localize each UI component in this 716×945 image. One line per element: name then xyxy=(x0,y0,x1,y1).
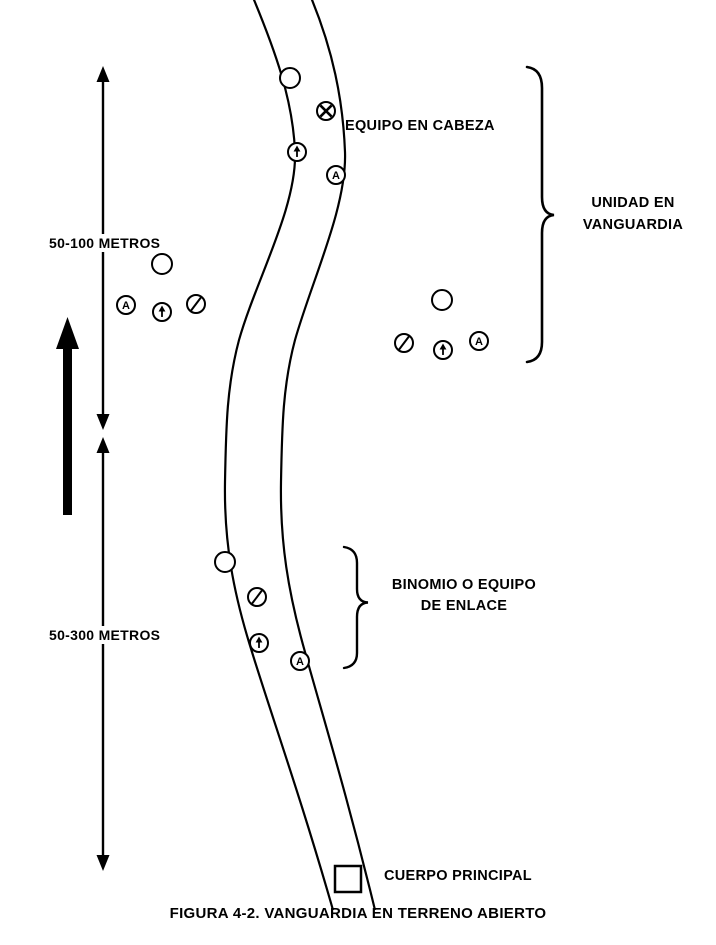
liaison-team-label: BINOMIO O EQUIPO DE ENLACE xyxy=(380,575,548,617)
circle-arrow-symbol xyxy=(152,302,172,322)
circle-x-symbol xyxy=(316,101,336,121)
circle-arrow-symbol xyxy=(433,340,453,360)
road-left-edge xyxy=(223,0,335,911)
main-body-square-symbol xyxy=(333,864,363,894)
svg-text:A: A xyxy=(122,300,130,312)
distance-label-top: 50-100 METROS xyxy=(46,234,164,252)
vanguard-unit-label: UNIDAD EN VANGUARDIA xyxy=(557,192,709,236)
distance-arrow-bottom xyxy=(96,437,110,871)
liaison-team-label-line1: BINOMIO O EQUIPO xyxy=(391,577,537,593)
circle-a-symbol: A xyxy=(290,651,310,671)
circle-symbol xyxy=(279,67,301,89)
circle-a-symbol: A xyxy=(116,295,136,315)
circle-symbol xyxy=(151,253,173,275)
circle-symbol xyxy=(431,289,453,311)
circle-symbol xyxy=(214,551,236,573)
road-right-edge xyxy=(279,0,377,911)
direction-of-march-arrow xyxy=(56,317,79,515)
distance-label-bottom: 50-300 METROS xyxy=(46,626,164,644)
head-team-label: EQUIPO EN CABEZA xyxy=(345,118,495,134)
vanguard-unit-label-line2: VANGUARDIA xyxy=(582,217,684,233)
svg-text:A: A xyxy=(296,656,304,668)
liaison-team-label-line2: DE ENLACE xyxy=(420,598,508,614)
circle-slash-symbol xyxy=(186,294,206,314)
circle-arrow-symbol xyxy=(287,142,307,162)
circle-slash-symbol xyxy=(247,587,267,607)
vanguard-unit-brace xyxy=(525,65,555,364)
main-body-label: CUERPO PRINCIPAL xyxy=(384,868,532,884)
figure-caption: FIGURA 4-2. VANGUARDIA EN TERRENO ABIERT… xyxy=(169,905,547,922)
vanguard-unit-label-line1: UNIDAD EN xyxy=(591,195,675,211)
svg-text:A: A xyxy=(332,170,340,182)
svg-text:A: A xyxy=(475,336,483,348)
circle-slash-symbol xyxy=(394,333,414,353)
unit-symbols-layer: A A A A xyxy=(116,67,489,894)
circle-arrow-symbol xyxy=(249,633,269,653)
liaison-team-brace xyxy=(342,545,369,670)
circle-a-symbol: A xyxy=(326,165,346,185)
circle-a-symbol: A xyxy=(469,331,489,351)
